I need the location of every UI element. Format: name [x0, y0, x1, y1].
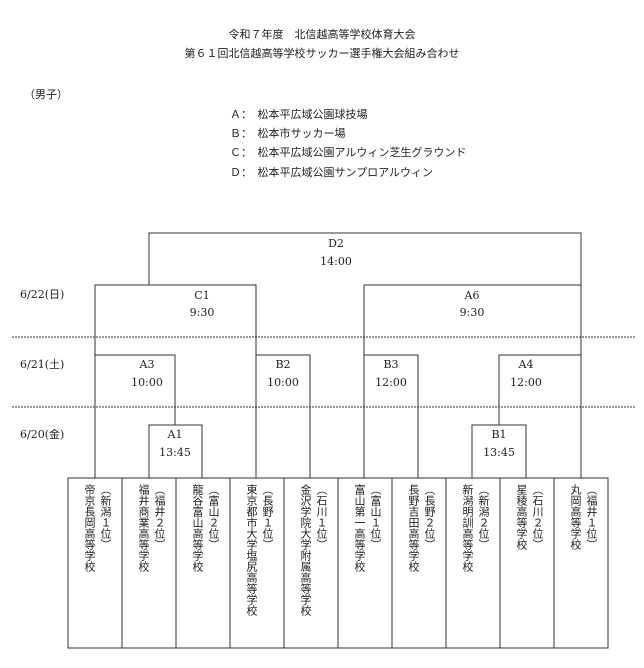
team-seed: （福井２位） [153, 484, 166, 550]
match-a4-time: 12:00 [510, 376, 542, 389]
match-a3-code: A3 [139, 358, 155, 371]
bracket-a4 [498, 354, 582, 478]
team-name: 星稜高等学校 [515, 484, 528, 550]
venue-d: Ｄ： 松本平広域公園サンプロアルウィン [230, 166, 434, 179]
date-label-6-21: 6/21(土) [20, 358, 65, 371]
match-a4-code: A4 [518, 358, 534, 371]
team-name: 福井商業高等学校 [137, 484, 150, 572]
title-line-1: 令和７年度 北信越高等学校体育大会 [228, 28, 416, 41]
team-seed: （石川２位） [531, 484, 544, 550]
team-cell-8: （新潟２位） 新潟明訓高等学校 [457, 478, 491, 654]
bracket-b2 [255, 354, 311, 478]
match-a1-time: 13:45 [159, 446, 191, 459]
match-d2-time: 14:00 [320, 255, 352, 268]
match-b2-time: 10:00 [267, 376, 299, 389]
match-b1-time: 13:45 [483, 446, 515, 459]
match-c1-code: C1 [194, 289, 210, 302]
team-cell-5: （石川１位） 金沢学院大学附属高等学校 [295, 478, 329, 654]
team-name: 長野吉田高等学校 [407, 484, 420, 572]
bracket-a6 [363, 284, 582, 355]
bracket-a3 [94, 354, 176, 478]
match-d2-code: D2 [328, 237, 344, 250]
venue-b: Ｂ： 松本市サッカー場 [230, 127, 346, 140]
team-name: 金沢学院大学附属高等学校 [299, 484, 312, 616]
match-b1-code: B1 [491, 428, 507, 441]
bracket-b3 [363, 354, 419, 478]
bracket-c1 [94, 284, 257, 355]
team-cell-7: （長野２位） 長野吉田高等学校 [403, 478, 437, 654]
date-label-6-20: 6/20(金) [20, 428, 65, 441]
match-b3-code: B3 [383, 358, 399, 371]
team-seed: （新潟１位） [99, 484, 112, 550]
bracket-a1 [148, 424, 203, 478]
team-seed: （長野１位） [261, 484, 274, 550]
team-name: 丸岡高等学校 [569, 484, 582, 550]
team-name: 富山第一高等学校 [353, 484, 366, 572]
team-name: 龍谷富山高等学校 [191, 484, 204, 572]
match-b3-time: 12:00 [375, 376, 407, 389]
team-cell-9: （石川２位） 星稜高等学校 [511, 478, 545, 654]
team-cell-1: （新潟１位） 帝京長岡高等学校 [79, 478, 113, 654]
bracket-b1 [471, 424, 527, 478]
team-name: 東京都市大学塩尻高等学校 [245, 484, 258, 616]
team-seed: （長野２位） [423, 484, 436, 550]
team-cell-2: （福井２位） 福井商業高等学校 [133, 478, 167, 654]
match-a6-code: A6 [464, 289, 480, 302]
team-cell-3: （富山２位） 龍谷富山高等学校 [187, 478, 221, 654]
team-cell-4: （長野１位） 東京都市大学塩尻高等学校 [241, 478, 275, 654]
match-a1-code: A1 [167, 428, 183, 441]
match-a3-time: 10:00 [131, 376, 163, 389]
match-c1-time: 9:30 [189, 306, 215, 319]
title-line-2: 第６１回北信越高等学校サッカー選手権大会組み合わせ [184, 47, 460, 60]
category-label: （男子） [24, 88, 68, 101]
team-seed: （福井１位） [585, 484, 598, 550]
team-cell-10: （福井１位） 丸岡高等学校 [565, 478, 599, 654]
date-label-6-22: 6/22(日) [20, 288, 65, 301]
bracket-d2 [148, 232, 582, 285]
team-name: 帝京長岡高等学校 [83, 484, 96, 572]
team-seed: （富山１位） [369, 484, 382, 550]
venue-c: Ｃ： 松本平広域公園アルウィン芝生グラウンド [230, 146, 467, 159]
team-seed: （富山２位） [207, 484, 220, 550]
team-seed: （石川１位） [315, 484, 328, 550]
match-b2-code: B2 [275, 358, 291, 371]
venue-a: Ａ： 松本平広域公園球技場 [230, 108, 368, 121]
match-a6-time: 9:30 [459, 306, 485, 319]
team-seed: （新潟２位） [477, 484, 490, 550]
team-cell-6: （富山１位） 富山第一高等学校 [349, 478, 383, 654]
team-name: 新潟明訓高等学校 [461, 484, 474, 572]
